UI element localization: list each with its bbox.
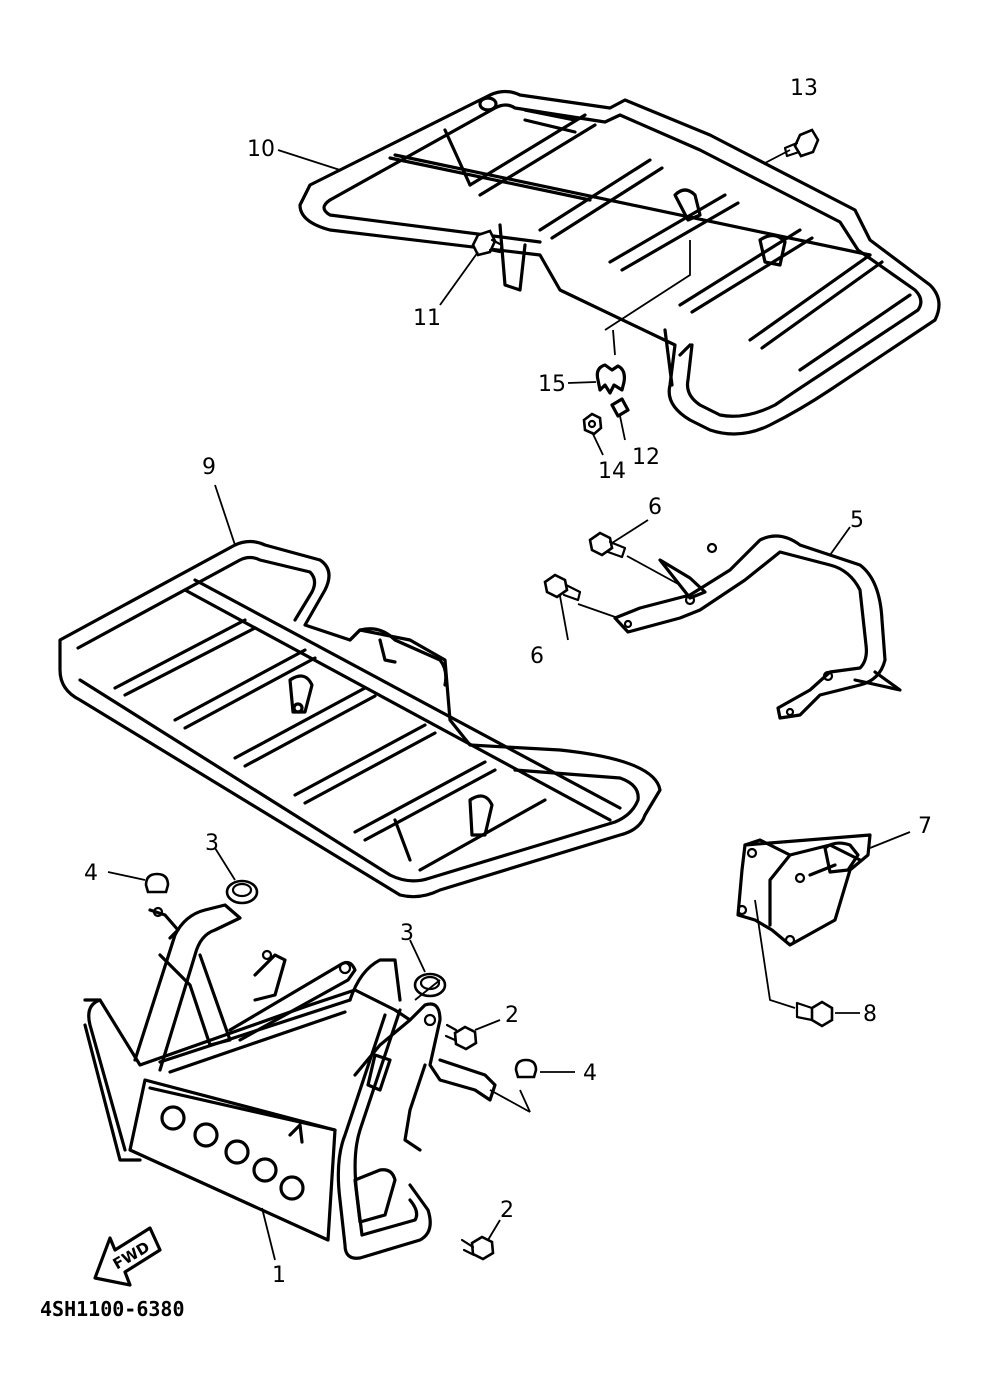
grommet-3-left [225,879,259,905]
callout-6-lower: 6 [530,644,544,669]
bracket-7 [736,833,872,947]
bolt-11 [471,229,504,257]
callout-numbers: 1 2 2 3 3 4 4 5 6 6 7 8 9 10 11 12 13 14… [84,76,932,1288]
callout-12: 12 [632,445,660,470]
callout-11: 11 [413,306,441,331]
callout-13: 13 [790,76,818,101]
callout-5: 5 [850,508,864,533]
callout-2-upper: 2 [505,1003,519,1028]
bolt-8 [795,1000,834,1028]
callout-4-right: 4 [583,1061,597,1086]
leader-lines [107,149,911,1261]
callout-6-upper: 6 [648,495,662,520]
callout-10: 10 [247,137,275,162]
cap-4-right [514,1058,538,1079]
fwd-arrow-icon: FWD [93,1226,162,1287]
callout-3-left: 3 [205,831,219,856]
bolt-6-upper [588,531,627,559]
callout-15: 15 [538,372,566,397]
bolt-2-upper [444,1023,478,1051]
callout-3-right: 3 [400,921,414,946]
callout-7: 7 [918,814,932,839]
collar-12 [610,397,630,418]
callout-9: 9 [202,455,216,480]
cap-4-left [144,872,170,894]
front-guard [83,903,497,1260]
grommet-3-right [413,972,447,998]
front-carrier [58,539,662,899]
diagram-code: 4SH1100-6380 [40,1297,185,1321]
callout-1: 1 [272,1263,286,1288]
callout-8: 8 [863,1002,877,1027]
bolt-6-lower [543,573,582,602]
nut-14 [582,412,603,436]
bolt-2-lower [460,1235,495,1261]
callout-4-left: 4 [84,861,98,886]
rear-carrier [298,89,941,436]
callout-2-lower: 2 [500,1198,514,1223]
bracket-5 [613,534,902,720]
bolt-13 [783,128,820,158]
clip-15 [595,363,626,395]
callout-14: 14 [598,459,626,484]
